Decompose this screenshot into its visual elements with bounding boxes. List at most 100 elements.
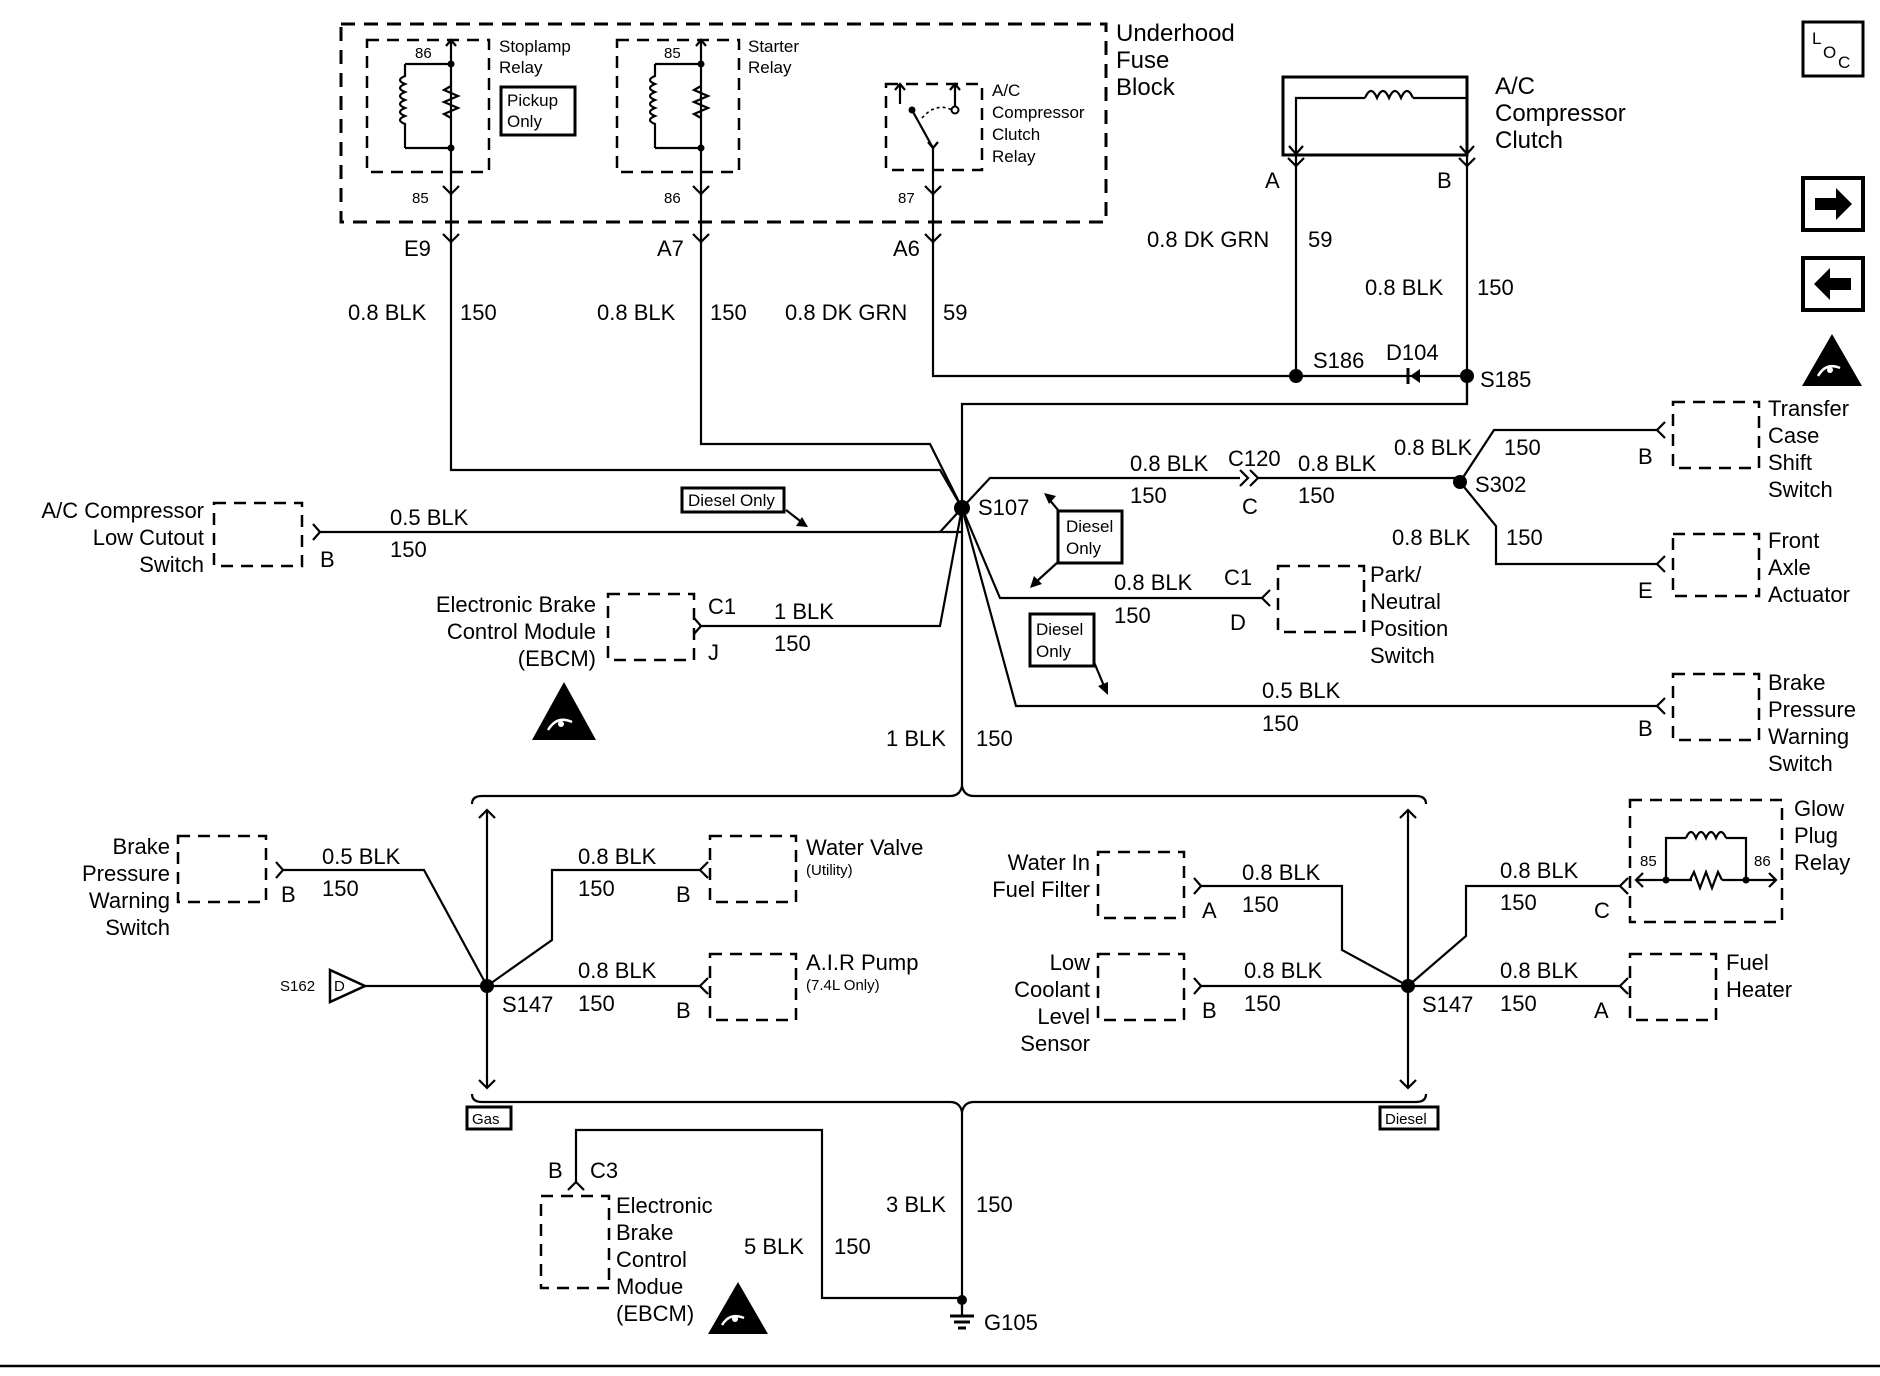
stoplamp-relay: 86 Stoplamp Relay Pickup Only xyxy=(365,37,577,174)
svg-text:J: J xyxy=(708,640,719,665)
svg-text:B: B xyxy=(548,1158,563,1183)
splice-s185: S185 xyxy=(1480,367,1531,392)
svg-text:150: 150 xyxy=(1500,890,1537,915)
diesel-only-note-2: Diesel Only xyxy=(1030,493,1124,588)
fuse-block-title-2: Fuse xyxy=(1116,47,1169,74)
svg-text:Coolant: Coolant xyxy=(1014,977,1090,1002)
svg-text:Switch: Switch xyxy=(105,915,170,940)
svg-text:B: B xyxy=(1638,444,1653,469)
svg-text:S147: S147 xyxy=(1422,992,1473,1017)
svg-text:Diesel Only: Diesel Only xyxy=(688,491,775,510)
svg-text:Control: Control xyxy=(616,1247,687,1272)
previous-page-arrow-icon[interactable] xyxy=(1801,256,1865,312)
svg-text:0.8 BLK: 0.8 BLK xyxy=(1244,958,1323,983)
svg-text:(EBCM): (EBCM) xyxy=(518,646,596,671)
svg-text:Diesel: Diesel xyxy=(1066,517,1113,536)
svg-text:C: C xyxy=(1242,494,1258,519)
option-brace-top xyxy=(470,785,1428,805)
next-page-arrow-icon[interactable] xyxy=(1801,176,1865,232)
svg-text:Position: Position xyxy=(1370,616,1448,641)
svg-text:Shift: Shift xyxy=(1768,450,1812,475)
stoplamp-relay-label-1: Stoplamp xyxy=(499,37,571,56)
svg-text:Pressure: Pressure xyxy=(82,861,170,886)
svg-text:Glow: Glow xyxy=(1794,796,1844,821)
terminal-a7: A7 xyxy=(657,236,684,261)
trunk-upper-circuit: 150 xyxy=(976,726,1013,751)
svg-text:Brake: Brake xyxy=(616,1220,673,1245)
transfer-branch: 0.8 BLK 150 C120 C 0.8 BLK 150 S302 0.8 … xyxy=(961,396,1850,607)
svg-text:0.8 BLK: 0.8 BLK xyxy=(578,844,657,869)
svg-text:Brake: Brake xyxy=(1768,670,1825,695)
svg-text:Case: Case xyxy=(1768,423,1819,448)
pickup-only-label-2: Only xyxy=(507,112,542,131)
svg-text:C3: C3 xyxy=(590,1158,618,1183)
diode-d104-label: D104 xyxy=(1386,340,1439,365)
svg-text:Front: Front xyxy=(1768,528,1819,553)
svg-text:Switch: Switch xyxy=(1768,751,1833,776)
svg-text:0.8 BLK: 0.8 BLK xyxy=(1130,451,1209,476)
svg-text:Park/: Park/ xyxy=(1370,562,1422,587)
svg-text:B: B xyxy=(676,882,691,907)
ebcm-lower: B C3 Electronic Brake Control Modue (EBC… xyxy=(539,1128,962,1334)
svg-text:Water Valve: Water Valve xyxy=(806,835,923,860)
pin-85-starter: 85 xyxy=(664,45,681,62)
svg-text:Low Cutout: Low Cutout xyxy=(93,525,204,550)
svg-text:Neutral: Neutral xyxy=(1370,589,1441,614)
splice-s186: S186 xyxy=(1313,348,1364,373)
svg-text:B: B xyxy=(281,882,296,907)
starter-relay: 85 Starter Relay xyxy=(615,37,799,174)
svg-text:Heater: Heater xyxy=(1726,977,1792,1002)
svg-text:0.8 BLK: 0.8 BLK xyxy=(1114,570,1193,595)
splice-s107: S107 xyxy=(978,495,1029,520)
svg-text:D: D xyxy=(334,978,345,995)
ac-clutch-label-2: Compressor xyxy=(1495,100,1626,127)
svg-text:150: 150 xyxy=(1500,991,1537,1016)
svg-text:0.5 BLK: 0.5 BLK xyxy=(322,844,401,869)
svg-text:Only: Only xyxy=(1036,642,1071,661)
svg-text:0.8 BLK: 0.8 BLK xyxy=(1392,525,1471,550)
svg-text:Plug: Plug xyxy=(1794,823,1838,848)
pin-87-ac-relay: 87 xyxy=(898,190,915,207)
svg-text:Switch: Switch xyxy=(1768,477,1833,502)
svg-text:0.5 BLK: 0.5 BLK xyxy=(390,505,469,530)
svg-text:150: 150 xyxy=(1244,991,1281,1016)
svg-text:150: 150 xyxy=(1298,483,1335,508)
ac-clutch-wire-a-circuit: 59 xyxy=(1308,227,1332,252)
svg-text:C120: C120 xyxy=(1228,446,1281,471)
ac-compressor-clutch-relay: A/C Compressor Clutch Relay xyxy=(884,81,1085,172)
loc-letter-l: L xyxy=(1812,29,1821,48)
svg-text:150: 150 xyxy=(1114,603,1151,628)
ac-clutch-wire-a-size-color: 0.8 DK GRN xyxy=(1147,227,1269,252)
svg-text:C1: C1 xyxy=(1224,565,1252,590)
svg-text:Control Module: Control Module xyxy=(447,619,596,644)
svg-text:5 BLK: 5 BLK xyxy=(744,1234,804,1259)
svg-text:150: 150 xyxy=(322,876,359,901)
ground-symbol xyxy=(950,1295,974,1330)
wire2-circuit: 150 xyxy=(710,300,747,325)
svg-text:C1: C1 xyxy=(708,594,736,619)
svg-text:0.8 BLK: 0.8 BLK xyxy=(1242,860,1321,885)
ac-clutch-label-3: Clutch xyxy=(1495,127,1563,154)
svg-text:Relay: Relay xyxy=(1794,850,1850,875)
svg-text:Warning: Warning xyxy=(1768,724,1849,749)
ac-clutch-pin-b: B xyxy=(1437,168,1452,193)
svg-text:150: 150 xyxy=(578,876,615,901)
esd-warning-icon xyxy=(1802,334,1862,386)
svg-text:Diesel: Diesel xyxy=(1036,620,1083,639)
svg-text:150: 150 xyxy=(1504,435,1541,460)
location-icon[interactable]: L O C xyxy=(1801,20,1865,78)
svg-text:Fuel: Fuel xyxy=(1726,950,1769,975)
svg-text:B: B xyxy=(320,547,335,572)
park-neutral-position-switch: 0.8 BLK 150 C1 D Park/ Neutral Position … xyxy=(960,507,1448,668)
option-brace-bottom xyxy=(470,1093,1428,1113)
svg-text:B: B xyxy=(676,998,691,1023)
esd-warning-icon xyxy=(532,682,596,740)
fuse-block-title-1: Underhood xyxy=(1116,20,1235,47)
pin-85-stoplamp: 85 xyxy=(412,190,429,207)
loc-letter-c: C xyxy=(1838,53,1850,72)
svg-text:86: 86 xyxy=(1754,853,1771,870)
svg-text:Low: Low xyxy=(1050,950,1090,975)
wire2-size-color: 0.8 BLK xyxy=(597,300,676,325)
svg-text:A: A xyxy=(1594,998,1609,1023)
svg-text:Brake: Brake xyxy=(113,834,170,859)
